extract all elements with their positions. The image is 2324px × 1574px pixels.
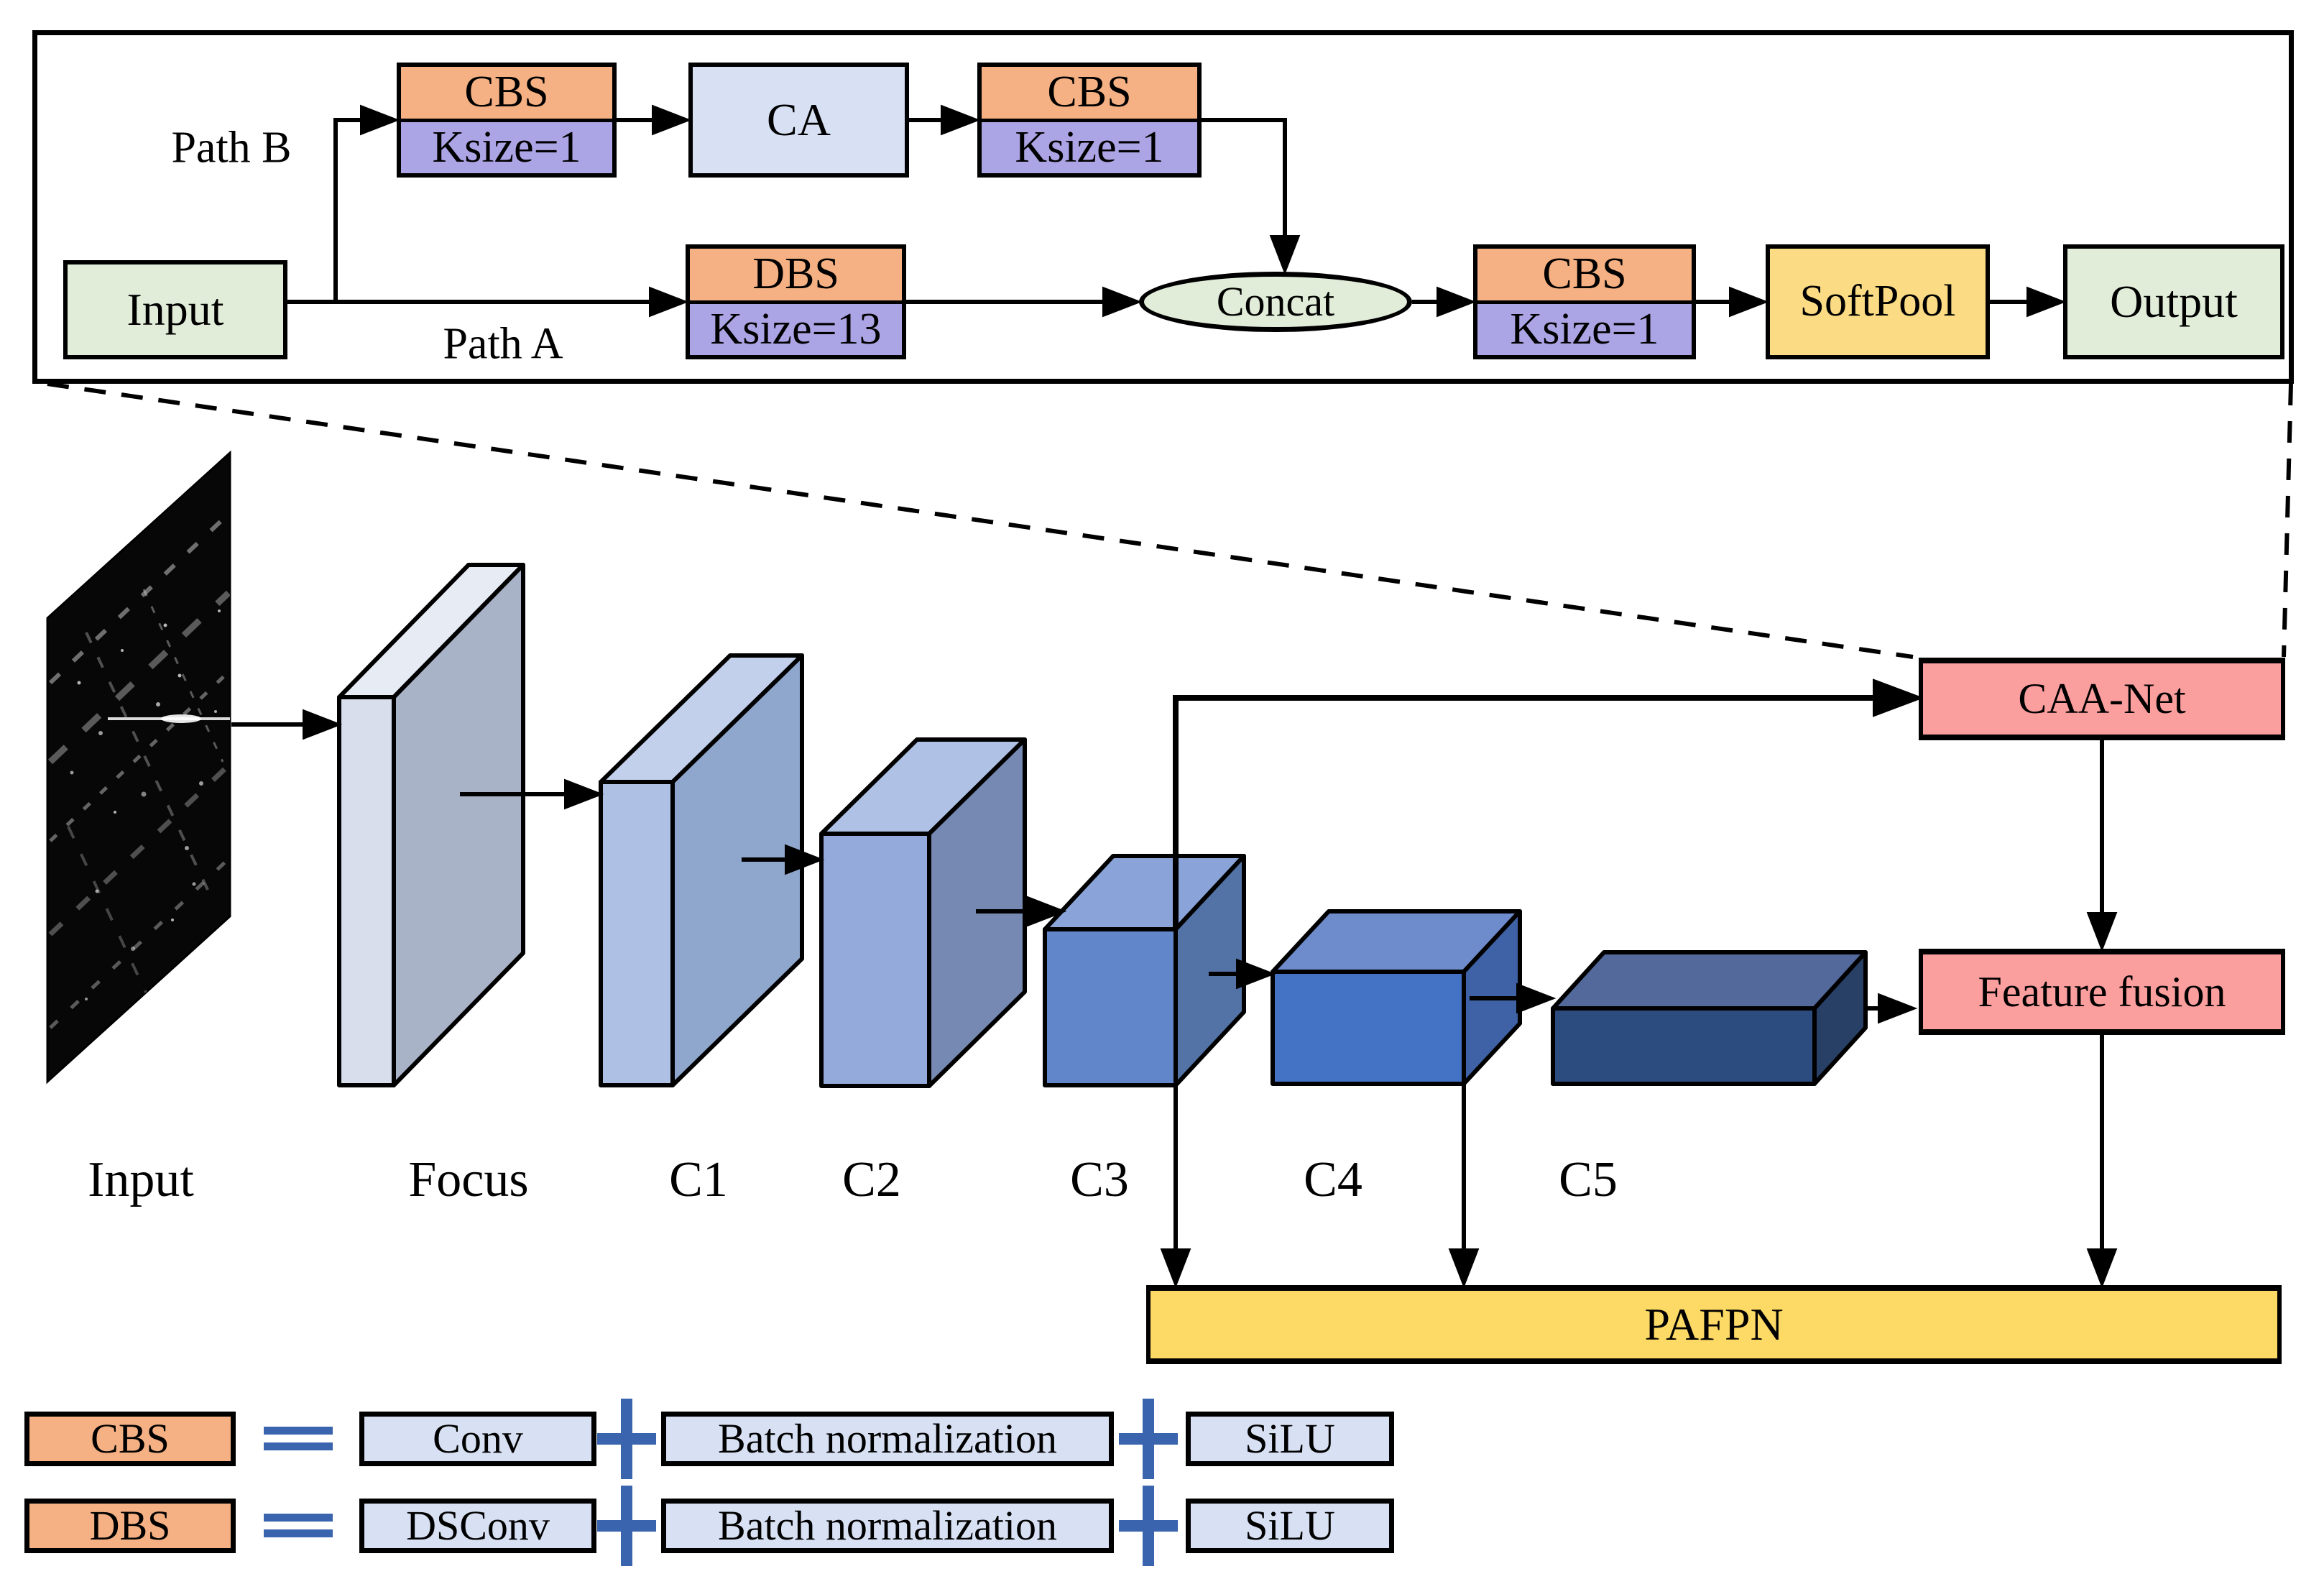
arrow-focus-to-c1 <box>460 778 604 810</box>
legend-conv-label: Conv <box>433 1414 523 1462</box>
c3-cube <box>1043 854 1246 1087</box>
plus-icon <box>1109 1399 1188 1479</box>
arrow-c3-to-c4 <box>1209 958 1276 990</box>
path-b-label: Path B <box>171 123 292 172</box>
softpool-box: SoftPool <box>1766 244 1990 359</box>
softpool-label: SoftPool <box>1799 277 1956 326</box>
cbs1-ksize: Ksize=1 <box>401 118 612 173</box>
detail-output-label: Output <box>2110 276 2238 328</box>
ca-label: CA <box>767 94 831 146</box>
sar-input-image <box>46 450 231 1085</box>
cbs1-block: CBS Ksize=1 <box>397 63 617 178</box>
stage-label-c2: C2 <box>842 1152 901 1207</box>
feature-fusion-box: Feature fusion <box>1919 949 2285 1035</box>
arrow-c3-to-caa-net <box>1173 678 1924 929</box>
stage-label-c4: C4 <box>1304 1152 1362 1207</box>
plus-icon <box>587 1399 666 1479</box>
cbs2-block: CBS Ksize=1 <box>977 63 1202 178</box>
arrow-concat-to-cbs3 <box>1412 286 1477 318</box>
legend-dsconv-box: DSConv <box>359 1499 596 1553</box>
stage-label-c3: C3 <box>1070 1152 1129 1207</box>
legend-batchnorm-box-2: Batch normalization <box>661 1499 1114 1553</box>
cbs3-ksize: Ksize=1 <box>1477 300 1692 355</box>
stage-label-focus: Focus <box>408 1152 529 1207</box>
feature-fusion-label: Feature fusion <box>1978 967 2226 1016</box>
equals-icon <box>264 1509 333 1542</box>
cbs2-ksize: Ksize=1 <box>982 118 1197 173</box>
detail-input-box: Input <box>63 260 287 359</box>
backbone-input-label: Input <box>88 1152 194 1207</box>
legend-silu-box-1: SiLU <box>1186 1412 1394 1466</box>
arrow-c2-to-c3 <box>976 896 1067 927</box>
dbs-block: DBS Ksize=13 <box>686 244 906 359</box>
legend-dbs-box: DBS <box>24 1499 236 1553</box>
arrow-image-to-focus <box>231 709 343 740</box>
stage-label-c1: C1 <box>669 1152 728 1207</box>
cbs3-block: CBS Ksize=1 <box>1473 244 1696 359</box>
arrow-feature-fusion-to-pafpn <box>2086 1035 2118 1289</box>
legend-batchnorm-label-2: Batch normalization <box>718 1501 1057 1549</box>
dbs-name: DBS <box>690 249 902 300</box>
zoom-dashed-lines <box>47 382 2293 659</box>
caa-net-box: CAA-Net <box>1919 658 2285 740</box>
arrow-softpool-to-output <box>1990 286 2067 318</box>
legend-silu-label-1: SiLU <box>1245 1414 1335 1462</box>
arrow-c4-to-pafpn <box>1448 1084 1480 1289</box>
plus-icon <box>587 1486 666 1566</box>
legend-silu-label-2: SiLU <box>1245 1501 1335 1549</box>
caa-net-detail-frame <box>32 30 2294 384</box>
focus-cube <box>337 563 525 1087</box>
concat-label: Concat <box>1216 277 1335 325</box>
detail-output-box: Output <box>2063 244 2284 359</box>
stage-label-c5: C5 <box>1559 1152 1618 1207</box>
detail-input-label: Input <box>126 284 224 336</box>
legend-dsconv-label: DSConv <box>406 1501 550 1549</box>
caa-net-label: CAA-Net <box>2018 675 2186 722</box>
c1-cube <box>599 653 804 1087</box>
arrow-dbs-to-concat <box>906 286 1143 318</box>
arrow-cbs2-to-concat <box>1202 118 1301 275</box>
arrow-c1-to-c2 <box>742 844 825 875</box>
arrow-c5-to-feature-fusion <box>1867 993 1918 1024</box>
cbs2-name: CBS <box>982 67 1197 119</box>
legend-silu-box-2: SiLU <box>1186 1499 1394 1553</box>
arrow-cbs3-to-softpool <box>1696 286 1769 318</box>
arrow-ca-to-cbs2 <box>909 104 981 136</box>
path-a-label: Path A <box>443 319 563 369</box>
legend-cbs-box: CBS <box>24 1412 236 1466</box>
pafpn-box: PAFPN <box>1146 1285 2282 1364</box>
legend-batchnorm-label-1: Batch normalization <box>718 1414 1057 1462</box>
cbs3-name: CBS <box>1477 249 1692 300</box>
legend-conv-box: Conv <box>359 1412 596 1466</box>
legend-cbs-label: CBS <box>91 1414 170 1462</box>
arrow-c3-to-pafpn <box>1160 1085 1191 1289</box>
concat-node: Concat <box>1139 272 1412 332</box>
arrow-c4-to-c5 <box>1470 982 1557 1014</box>
pafpn-label: PAFPN <box>1644 1299 1784 1350</box>
equals-icon <box>264 1422 333 1455</box>
arrow-branch-to-cbs1 <box>333 104 400 302</box>
legend-dbs-label: DBS <box>89 1501 171 1549</box>
arrow-input-to-dbs <box>287 286 689 318</box>
arrow-cbs1-to-ca <box>617 104 692 136</box>
dbs-ksize: Ksize=13 <box>690 300 902 355</box>
legend-batchnorm-box-1: Batch normalization <box>661 1412 1114 1466</box>
arrow-caa-net-to-feature-fusion <box>2086 740 2118 952</box>
plus-icon <box>1109 1486 1188 1566</box>
cbs1-name: CBS <box>401 67 612 119</box>
ca-block: CA <box>688 63 909 178</box>
c5-cube <box>1551 950 1868 1086</box>
